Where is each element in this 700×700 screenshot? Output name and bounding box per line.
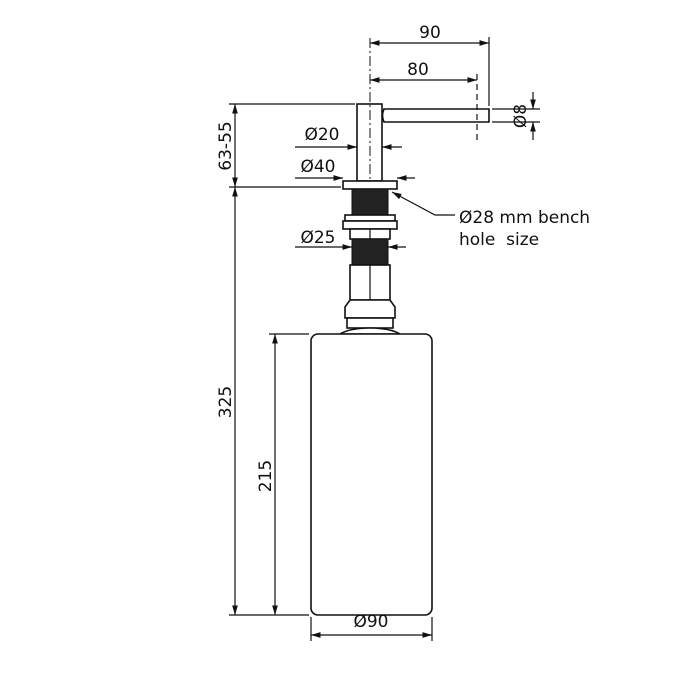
callout-line2: hole size [459,230,539,250]
label-spout-diameter: Ø8 [511,104,531,128]
label-thread-diameter: Ø25 [300,228,335,248]
dimension-lines [232,40,536,638]
label-flange-diameter: Ø40 [300,157,335,177]
label-90: 90 [419,23,441,43]
spout [381,108,490,123]
flange [342,180,398,190]
thread-upper [351,188,389,217]
label-bottle-height: 215 [256,460,276,492]
label-stem-diameter: Ø20 [304,125,339,145]
label-bottle-diameter: Ø90 [353,612,388,632]
bottle [310,333,433,616]
callout-leader [391,191,455,216]
bottle-neck [346,317,394,329]
washer [344,214,396,222]
label-below-bench-height: 325 [216,386,236,418]
bottle-cap-collar [344,299,396,319]
label-80: 80 [407,60,429,80]
thread-lower [351,238,389,266]
nut [342,220,398,230]
mounting-assembly [337,180,403,335]
callout-line1: Ø28 mm bench [459,208,590,228]
label-above-bench-height: 63-55 [216,121,236,170]
dispenser-head [356,38,490,195]
